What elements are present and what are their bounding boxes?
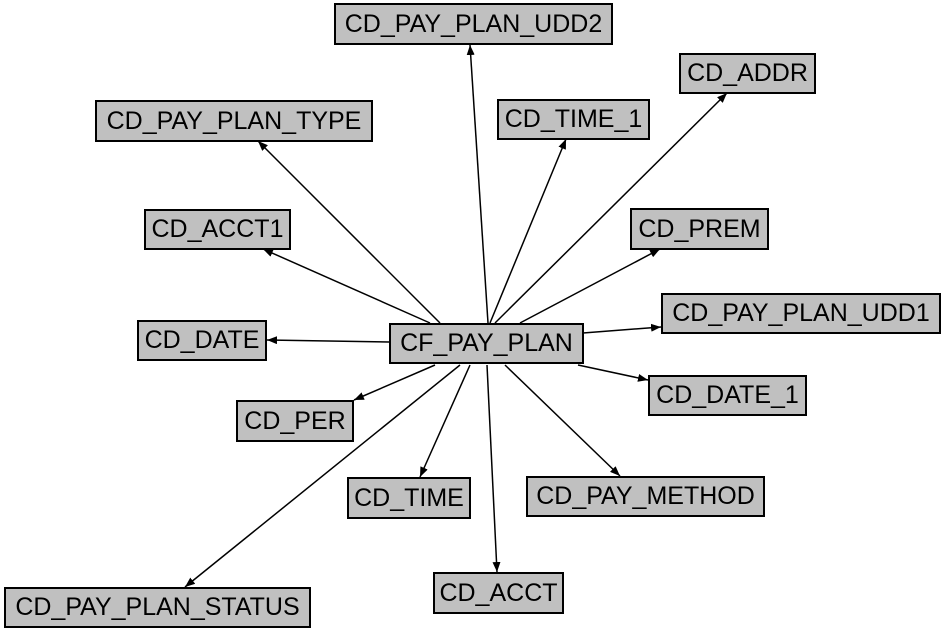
node-cd-per[interactable]: CD_PER (236, 400, 354, 442)
node-label: CD_ADDR (687, 59, 808, 87)
node-cd-acct[interactable]: CD_ACCT (433, 572, 564, 614)
node-cd-pay-plan-udd2[interactable]: CD_PAY_PLAN_UDD2 (334, 3, 613, 45)
edge-to-time (419, 364, 471, 478)
node-label: CD_PREM (638, 214, 761, 243)
node-label: CD_PAY_METHOD (536, 482, 755, 510)
node-label: CD_TIME (354, 483, 464, 512)
edge-to-udd2 (466, 44, 489, 324)
edge-to-per (353, 364, 436, 401)
node-cd-time-1[interactable]: CD_TIME_1 (497, 99, 650, 140)
node-cf-pay-plan[interactable]: CF_PAY_PLAN (389, 323, 584, 364)
edge-to-prem (519, 248, 661, 324)
edge-to-time1 (489, 138, 567, 324)
node-label: CD_PER (244, 406, 346, 435)
node-cd-time[interactable]: CD_TIME (347, 477, 471, 519)
node-label: CD_ACCT1 (151, 215, 284, 243)
node-cd-date-1[interactable]: CD_DATE_1 (648, 375, 807, 416)
node-label: CD_DATE (144, 326, 260, 354)
node-cd-prem[interactable]: CD_PREM (630, 208, 769, 250)
edge-to-udd1 (582, 323, 662, 334)
node-label: CD_PAY_PLAN_TYPE (106, 106, 362, 135)
node-label: CF_PAY_PLAN (400, 329, 573, 357)
edge-to-date (266, 336, 390, 345)
node-label: CD_ACCT (439, 578, 558, 607)
edge-to-status (184, 364, 461, 588)
node-label: CD_PAY_PLAN_STATUS (15, 593, 300, 621)
edge-to-addr (494, 92, 728, 324)
edge-to-date1 (577, 364, 649, 382)
node-label: CD_TIME_1 (504, 105, 643, 133)
node-cd-pay-plan-status[interactable]: CD_PAY_PLAN_STATUS (4, 587, 311, 628)
node-cd-pay-method[interactable]: CD_PAY_METHOD (526, 476, 765, 517)
node-cd-pay-plan-udd1[interactable]: CD_PAY_PLAN_UDD1 (661, 293, 941, 334)
edge-to-type (257, 140, 441, 324)
node-label: CD_PAY_PLAN_UDD2 (344, 9, 603, 38)
node-cd-date[interactable]: CD_DATE (137, 320, 267, 361)
edge-to-method (504, 364, 621, 477)
node-cd-pay-plan-type[interactable]: CD_PAY_PLAN_TYPE (95, 100, 373, 142)
node-cd-acct1[interactable]: CD_ACCT1 (144, 209, 291, 250)
node-label: CD_PAY_PLAN_UDD1 (672, 299, 930, 327)
edge-to-acct1 (262, 248, 431, 324)
node-cd-addr[interactable]: CD_ADDR (679, 53, 816, 94)
edge-to-acct (486, 364, 501, 573)
node-label: CD_DATE_1 (656, 381, 799, 409)
